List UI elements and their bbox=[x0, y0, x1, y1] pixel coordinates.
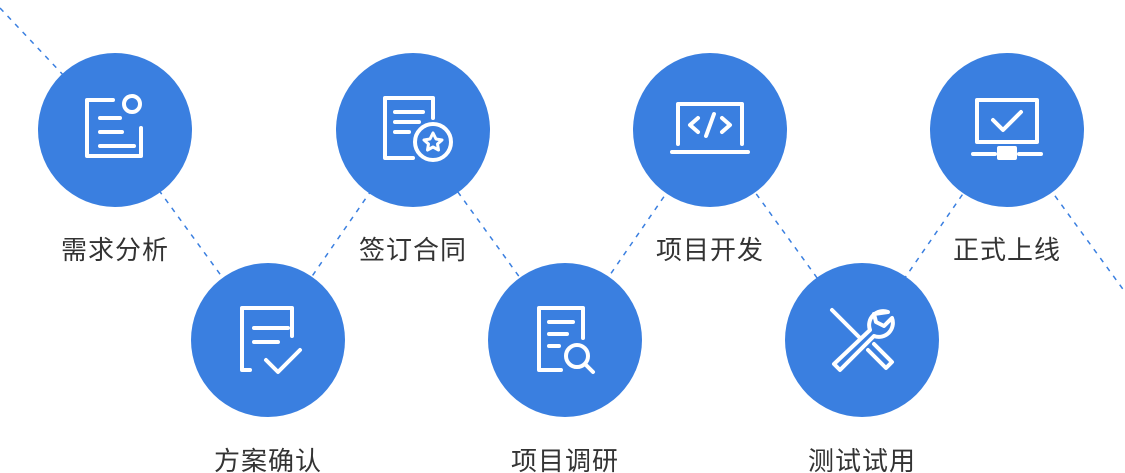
step-research bbox=[488, 263, 642, 417]
step-testing bbox=[785, 263, 939, 417]
step-label: 项目调研 bbox=[510, 447, 619, 473]
step-label: 方案确认 bbox=[213, 447, 322, 473]
laptop-code-icon bbox=[670, 102, 750, 154]
step-label: 需求分析 bbox=[60, 236, 169, 266]
contract-star-icon bbox=[383, 96, 453, 162]
step-launch bbox=[930, 53, 1084, 207]
document-check-icon bbox=[240, 306, 302, 374]
tools-icon bbox=[830, 308, 895, 372]
step-label: 项目开发 bbox=[655, 236, 764, 266]
monitor-check-icon bbox=[971, 98, 1043, 160]
step-requirements bbox=[38, 53, 192, 207]
document-search-icon bbox=[537, 306, 595, 374]
step-label: 签订合同 bbox=[358, 236, 467, 266]
step-contract bbox=[336, 53, 490, 207]
document-notification-icon bbox=[85, 94, 143, 158]
step-label: 测试试用 bbox=[807, 447, 916, 473]
step-development bbox=[633, 53, 787, 207]
step-label: 正式上线 bbox=[952, 236, 1061, 266]
step-plan-confirm bbox=[191, 263, 345, 417]
